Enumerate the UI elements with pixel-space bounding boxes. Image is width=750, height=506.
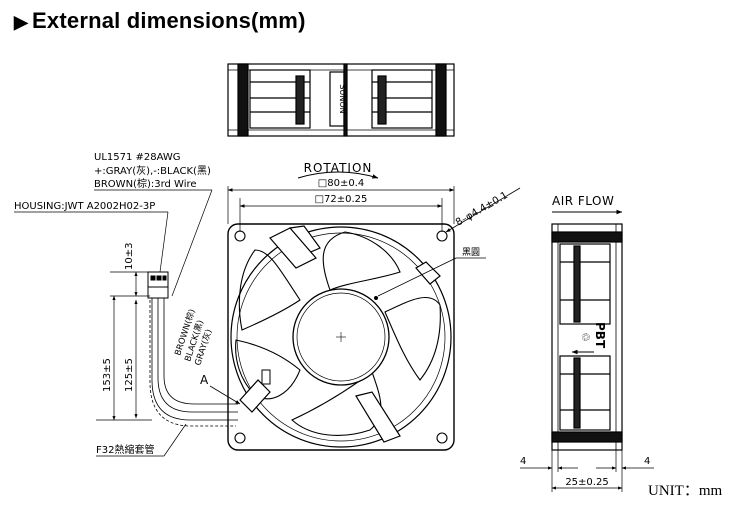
length-dimensions <box>96 271 152 421</box>
connector-length-dim: 10±3 <box>124 243 135 270</box>
airflow-label: AIR FLOW <box>552 194 614 208</box>
section-marker: A <box>200 373 209 387</box>
side-dim-depth: 25±0.25 <box>565 477 608 488</box>
brand-label: SUNON <box>338 84 347 113</box>
side-view <box>551 223 623 451</box>
outer-dimension: □80±0.4 <box>318 178 364 189</box>
hole-spec: 8–φ4.4±0.1 <box>454 190 510 229</box>
side-dim-left: 4 <box>520 456 526 467</box>
total-length-dim: 153±5 <box>102 358 113 392</box>
wire-bundle <box>149 298 238 427</box>
page-title: ▶External dimensions(mm) <box>14 8 306 34</box>
recycle-icon: ♲ <box>579 332 592 342</box>
top-view <box>227 63 455 137</box>
lead-length-dim: 125±5 <box>124 358 135 392</box>
polarity-spec: +:GRAY(灰),-:BLACK(黑) <box>94 164 211 177</box>
cable-spec: UL1571 #28AWG <box>94 152 181 163</box>
unit-label: UNIT：mm <box>648 483 722 499</box>
rotation-arrow <box>297 171 379 179</box>
page-title-text: External dimensions(mm) <box>32 8 306 33</box>
front-view <box>227 223 455 451</box>
side-dim-right: 4 <box>644 456 650 467</box>
housing-spec: HOUSING:JWT A2002H02-3P <box>14 201 155 212</box>
black-dot-marker <box>374 296 378 300</box>
rotation-label: ROTATION <box>304 161 373 175</box>
third-wire-spec: BROWN(棕):3rd Wire <box>94 177 197 190</box>
struts <box>269 225 441 443</box>
connector-housing <box>147 271 169 299</box>
material-label: PBT <box>593 322 607 349</box>
wire-spec-block: UL1571 #28AWG +:GRAY(灰),-:BLACK(黑) BROWN… <box>14 152 212 213</box>
hole-pitch-dimension: □72±0.25 <box>315 194 368 205</box>
black-dot-label: 黑圓 <box>462 247 480 258</box>
triangle-bullet-icon: ▶ <box>14 12 29 32</box>
shrink-tube-label: F32熱縮套管 <box>96 443 154 456</box>
side-dimensions <box>520 450 654 492</box>
